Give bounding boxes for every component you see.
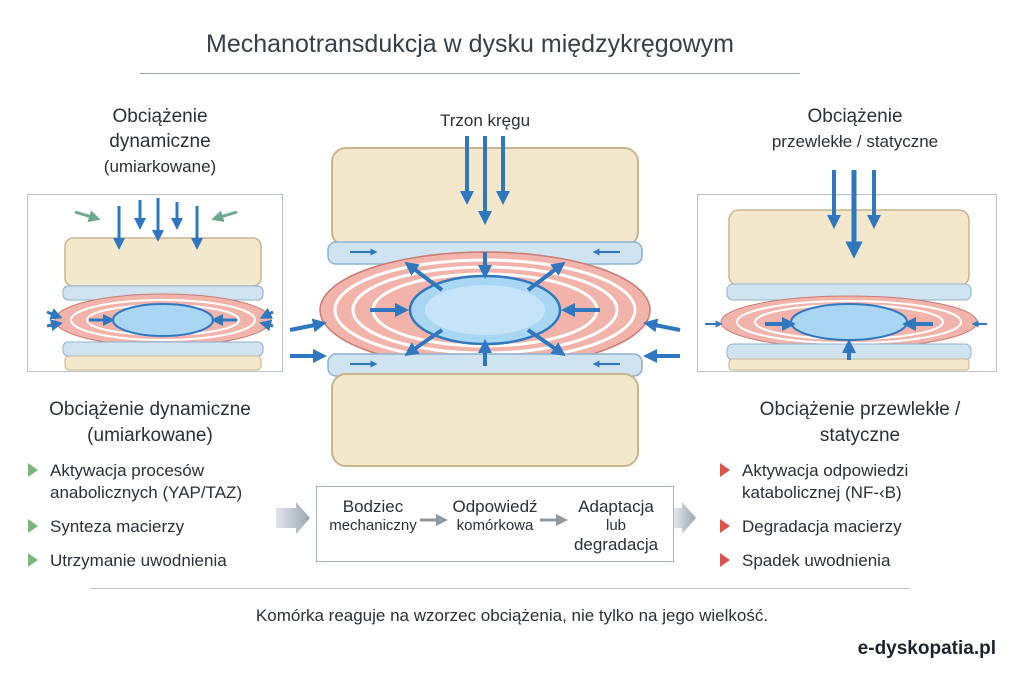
flow-step-stimulus: Bodziec mechaniczny <box>329 497 417 534</box>
arrow-icon <box>46 319 63 332</box>
triangle-bullet-icon <box>720 553 730 567</box>
load-arrows <box>705 170 987 360</box>
left-disc-illustration <box>46 198 274 371</box>
arrow-icon <box>643 318 681 333</box>
right-caption-line: Obciążenie <box>807 106 903 127</box>
left-subtitle-line: (umiarkowane) <box>87 425 213 446</box>
arrow-icon <box>526 328 566 356</box>
arrow-icon <box>289 318 327 333</box>
triangle-bullet-icon <box>720 463 730 477</box>
list-item: Degradacja macierzy <box>720 516 1000 538</box>
left-caption-line: Obciążenie <box>112 106 208 127</box>
right-caption-line: przewlekłe / statyczne <box>771 132 939 151</box>
list-item: Utrzymanie uwodnienia <box>28 550 288 572</box>
flow-step-arrows <box>420 514 568 526</box>
flow-arrows <box>276 502 696 534</box>
left-subtitle-line: Obciążenie dynamiczne <box>49 399 251 420</box>
arrow-icon <box>404 261 444 292</box>
vertebra-body <box>64 237 262 287</box>
left-subtitle: Obciążenie dynamiczne (umiarkowane) <box>20 397 280 449</box>
double-chevron-icon <box>276 502 310 534</box>
nucleus-pulposus <box>112 303 214 337</box>
arrow-icon <box>259 307 274 319</box>
center-disc-illustration <box>289 136 681 467</box>
arrow-icon <box>259 319 274 332</box>
flow-box <box>316 486 674 562</box>
arrow-icon <box>74 210 101 223</box>
right-disc-illustration <box>705 170 987 371</box>
arrow-icon <box>404 328 444 356</box>
arrow-icon <box>211 210 238 223</box>
flow-step-adaptation: Adaptacja lub degradacja <box>573 497 659 554</box>
nucleus-pulposus <box>790 303 908 341</box>
center-caption: Trzon kręgu <box>439 111 531 130</box>
flow-step-response: Odpowiedź komórkowa <box>452 497 538 534</box>
list-item: Spadek uwodnienia <box>720 550 1000 572</box>
left-caption: Obciążenie dynamiczne (umiarkowane) <box>60 104 260 179</box>
arrow-icon <box>46 308 63 320</box>
right-subtitle-line: Obciążenie przewlekłe / <box>759 399 961 420</box>
left-caption-line: dynamiczne <box>109 131 211 152</box>
load-arrows <box>46 198 274 332</box>
double-chevron-icon <box>674 502 696 534</box>
triangle-bullet-icon <box>720 519 730 533</box>
page-title: Mechanotransdukcja w dysku międzykręgowy… <box>206 30 734 58</box>
list-item: Synteza macierzy <box>28 516 288 538</box>
arrow-icon <box>526 261 566 292</box>
right-subtitle: Obciążenie przewlekłe / statyczne <box>715 397 1005 449</box>
right-subtitle-line: statyczne <box>819 425 901 446</box>
triangle-bullet-icon <box>28 463 38 477</box>
triangle-bullet-icon <box>28 553 38 567</box>
load-arrows <box>289 136 681 368</box>
endplate <box>62 341 264 357</box>
left-caption-line: (umiarkowane) <box>103 157 217 176</box>
brand-logo: e-dyskopatia.pl <box>857 638 996 659</box>
triangle-bullet-icon <box>28 519 38 533</box>
footer-note: Komórka reaguje na wzorzec obciążenia, n… <box>255 606 769 625</box>
right-caption: Obciążenie przewlekłe / statyczne <box>730 104 980 154</box>
vertebra-body <box>331 373 639 467</box>
vertebra-body <box>728 209 970 287</box>
bottom-divider <box>90 588 910 589</box>
title-divider <box>140 73 800 74</box>
